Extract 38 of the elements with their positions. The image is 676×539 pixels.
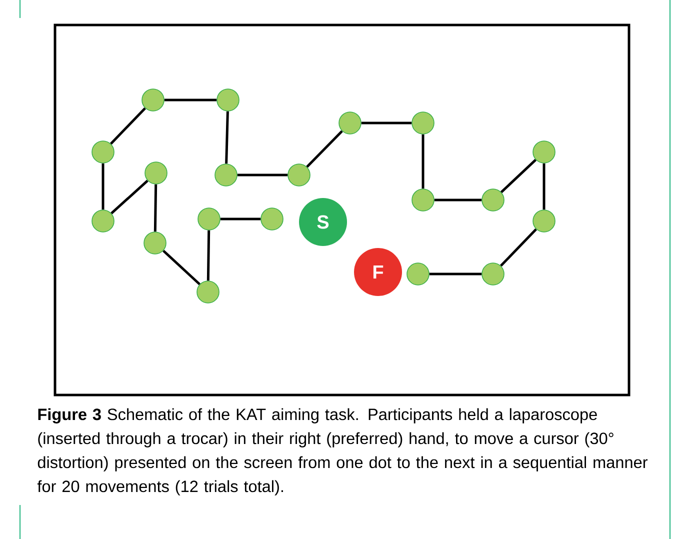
dot (142, 88, 164, 112)
connecting-line (306, 130, 343, 168)
dot (92, 140, 114, 164)
dot (144, 162, 168, 184)
dot (92, 210, 114, 232)
dot (482, 188, 504, 212)
connecting-line (422, 134, 424, 189)
connecting-line (110, 180, 148, 214)
dot (196, 280, 220, 304)
connecting-line (225, 111, 229, 164)
connecting-line (237, 174, 288, 176)
connecting-line (162, 250, 200, 286)
dot (338, 112, 362, 134)
connecting-line (500, 158, 537, 194)
connecting-line (110, 107, 146, 145)
connecting-line (434, 198, 482, 202)
dot (144, 232, 166, 254)
connecting-line (361, 122, 412, 124)
connecting-line (542, 163, 546, 210)
connecting-line (102, 163, 104, 210)
dot (532, 210, 556, 232)
caption: Figure 3 Schematic of the KAT aiming task. Participants held a laparoscope (inserted through a trocar) in their right (preferred) hand, to move a cursor (30° distortion) presented on the screen from one dot to the next in a sequential manner for 20 movements (12 trials total). (37, 408, 648, 496)
dot (260, 208, 284, 230)
connecting-line (220, 218, 261, 220)
connecting-line (206, 230, 210, 281)
dot (406, 262, 430, 286)
dot (532, 140, 556, 164)
dot (482, 262, 504, 286)
connecting-line (500, 228, 537, 267)
dot (412, 188, 434, 212)
connecting-line (154, 184, 158, 232)
dot (412, 112, 434, 134)
dot (216, 88, 240, 112)
connecting-line (429, 272, 482, 276)
connecting-line (164, 98, 217, 102)
dot (214, 164, 238, 186)
dot (288, 164, 310, 186)
dot (198, 208, 220, 230)
